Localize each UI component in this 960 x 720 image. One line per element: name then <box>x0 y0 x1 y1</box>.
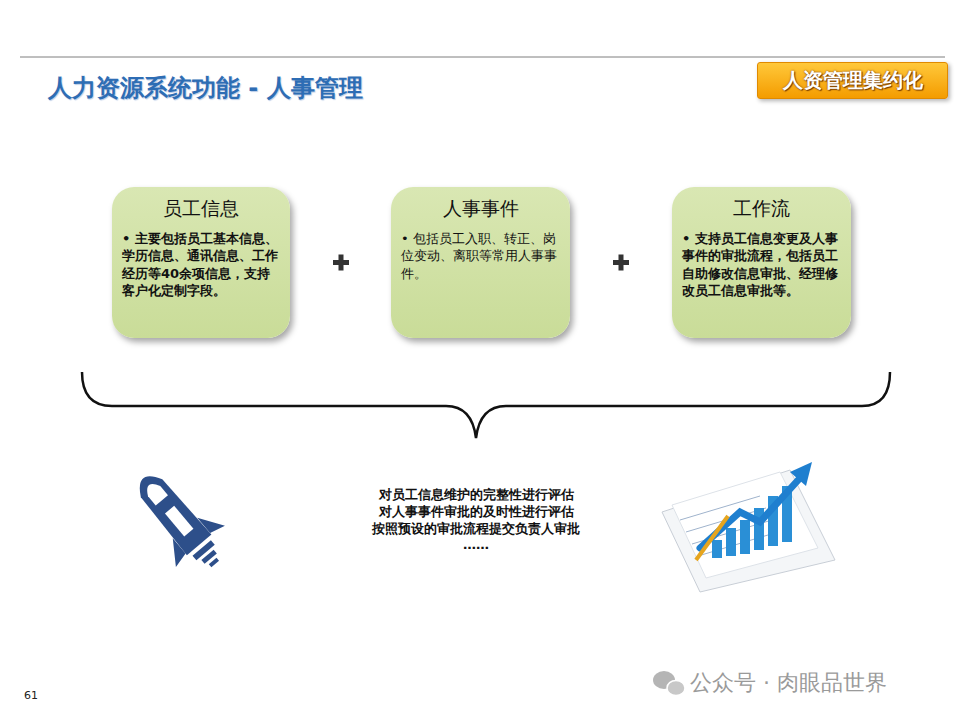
feature-box: 工作流 • 支持员工信息变更及人事事件的审批流程，包括员工自助修改信息审批、经理修… <box>672 187 851 338</box>
box-heading: 员工信息 <box>122 197 280 220</box>
rocket-icon <box>119 458 240 585</box>
watermark: 公众号 · 肉眼品世界 <box>690 668 887 698</box>
wechat-icon <box>653 671 685 696</box>
page-number: 61 <box>24 689 38 702</box>
note-line: 对员工信息维护的完整性进行评估 <box>379 486 574 504</box>
box-body: • 包括员工入职、转正、岗位变动、离职等常用人事事件。 <box>401 230 560 283</box>
feature-box: 员工信息 • 主要包括员工基本信息、学历信息、通讯信息、工作经历等40余项信息，支… <box>112 187 290 338</box>
box-heading: 人事事件 <box>401 197 560 220</box>
brace <box>82 372 890 438</box>
note-line: 按照预设的审批流程提交负责人审批 <box>372 520 580 538</box>
plus-sign <box>339 255 344 271</box>
note-ellipsis: …… <box>463 537 489 552</box>
tag-badge: 人资管理集约化 <box>757 62 948 99</box>
chart-illustration <box>662 462 835 592</box>
box-body: • 主要包括员工基本信息、学历信息、通讯信息、工作经历等40余项信息，支持客户化… <box>122 230 280 300</box>
note-line: 对人事事件审批的及时性进行评估 <box>379 503 574 521</box>
plus-sign <box>619 255 624 271</box>
box-body: • 支持员工信息变更及人事事件的审批流程，包括员工自助修改信息审批、经理修改员工… <box>682 230 841 300</box>
feature-box: 人事事件 • 包括员工入职、转正、岗位变动、离职等常用人事事件。 <box>391 187 570 338</box>
page-title: 人力资源系统功能 - 人事管理 <box>48 72 363 104</box>
box-heading: 工作流 <box>682 197 841 220</box>
box-heading: 人资管理集约化 <box>783 67 923 94</box>
top-rule <box>20 57 945 58</box>
